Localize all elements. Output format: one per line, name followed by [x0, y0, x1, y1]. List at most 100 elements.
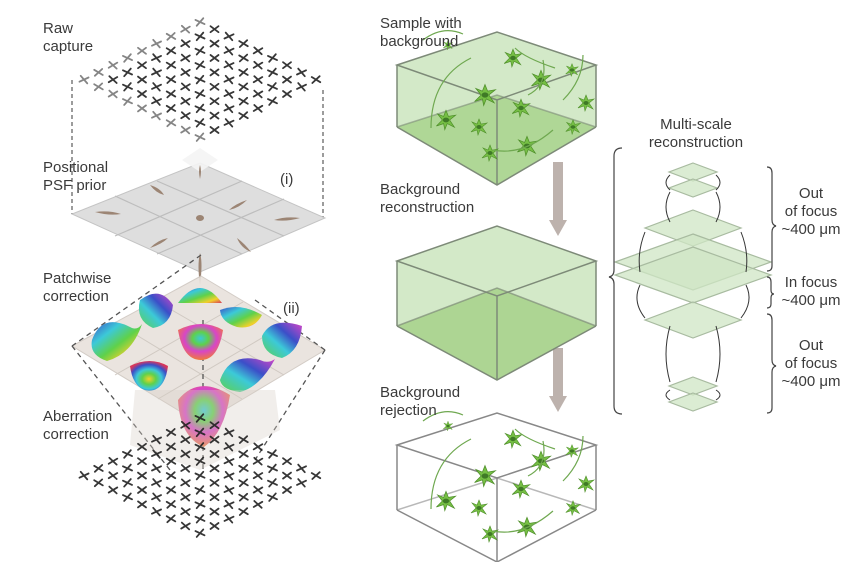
- psf-spot: [165, 32, 177, 41]
- psf-spot: [93, 68, 104, 77]
- psf-spot: [180, 464, 191, 473]
- psf-spot: [209, 25, 220, 34]
- psf-spot: [165, 485, 177, 495]
- scale-plane: [667, 178, 719, 198]
- iteration-arrow: [636, 284, 646, 319]
- sample-volume-box: [394, 30, 599, 186]
- neuron-cell: [470, 499, 488, 517]
- scale-plane: [667, 392, 719, 412]
- psf-spot: [209, 82, 220, 91]
- psf-spot: [151, 82, 162, 92]
- iteration-arrow: [665, 325, 671, 383]
- multiscale-title: Multi-scale reconstruction: [648, 116, 744, 151]
- braces: [608, 147, 777, 415]
- background-rejection-box: [394, 411, 599, 562]
- psf-spot: [209, 464, 220, 473]
- label-psf-prior: Positional PSF prior: [43, 159, 109, 194]
- iteration-arrow: [715, 325, 721, 383]
- range-out-of-focus-top: Out of focus ~400 μm: [781, 185, 841, 238]
- psf-spot: [252, 456, 264, 466]
- psf-spot: [165, 89, 177, 99]
- psf-spot: [223, 74, 235, 85]
- psf-spot: [180, 521, 191, 531]
- psf-spot: [223, 499, 235, 510]
- label-sample-with-background: Sample with background: [380, 15, 462, 50]
- flow-arrow-2: [549, 348, 567, 412]
- psf-spot: [282, 471, 292, 480]
- psf-spot: [93, 478, 104, 488]
- label-background-reconstruction: Background reconstruction: [380, 181, 475, 216]
- neurite: [422, 411, 584, 533]
- psf-spot: [209, 507, 220, 516]
- psf-spot: [165, 500, 177, 509]
- psf-spot: [310, 471, 322, 480]
- psf-spot: [180, 82, 191, 92]
- psf-spot: [151, 110, 162, 121]
- psf-spot: [194, 17, 206, 27]
- label-aberration-correction: Aberration correction: [43, 408, 113, 443]
- flow-arrow-1: [549, 162, 567, 236]
- psf-spot: [282, 75, 292, 84]
- neuron-cell: [511, 479, 531, 499]
- psf-spot: [282, 90, 292, 98]
- psf-spot: [238, 53, 249, 63]
- psf-spot: [209, 126, 220, 134]
- psf-spot: [137, 75, 147, 84]
- psf-spot: [296, 82, 307, 92]
- psf-spot: [296, 478, 307, 488]
- psf-spot: [180, 68, 191, 77]
- psf-spot: [252, 500, 264, 509]
- psf-spot: [194, 89, 206, 99]
- neurons: [422, 30, 595, 162]
- psf-spot: [267, 96, 278, 106]
- psf-spot: [223, 103, 235, 114]
- psf-spot: [238, 492, 249, 502]
- psf-spot: [78, 470, 90, 481]
- psf-spot: [238, 39, 249, 48]
- psf-spot: [238, 507, 249, 516]
- iteration-arrow: [715, 389, 721, 401]
- psf-spot: [252, 104, 264, 113]
- neuron-cell: [577, 475, 595, 493]
- psf-spot: [194, 470, 206, 481]
- label-raw-capture: Raw capture: [43, 20, 94, 55]
- psf-spot: [223, 514, 235, 524]
- range-out-of-focus-bottom: Out of focus ~400 μm: [781, 337, 841, 390]
- psf-spot: [151, 53, 162, 63]
- psf-spot: [107, 60, 119, 70]
- psf-spot: [180, 492, 191, 502]
- psf-spot: [223, 485, 235, 495]
- psf-spot: [137, 61, 147, 70]
- psf-spot: [122, 96, 133, 106]
- psf-spot: [137, 457, 147, 466]
- psf-spot: [223, 89, 235, 99]
- scale-plane: [667, 376, 719, 396]
- psf-spot: [151, 38, 162, 49]
- psf-spot: [282, 457, 292, 466]
- psf-spot: [180, 478, 191, 488]
- psf-spot: [165, 514, 177, 524]
- psf-spot: [137, 46, 147, 55]
- psf-spot: [137, 486, 147, 494]
- iteration-arrow: [665, 174, 671, 191]
- psf-spot: [137, 500, 147, 509]
- psf-spot: [267, 53, 278, 63]
- psf-spot: [252, 471, 264, 480]
- psf-spot: [194, 485, 206, 495]
- psf-spot: [137, 471, 147, 480]
- marker-ii: (ii): [283, 300, 300, 317]
- multiscale-stack: [613, 162, 773, 412]
- psf-spot: [238, 449, 249, 459]
- psf-spot: [238, 96, 249, 106]
- psf-spot: [238, 464, 249, 473]
- iteration-arrow: [715, 174, 721, 191]
- psf-spot: [93, 82, 104, 92]
- psf-spot: [122, 492, 133, 502]
- iteration-arrow: [740, 284, 750, 319]
- psf-spot: [209, 111, 220, 120]
- psf-spot: [107, 75, 119, 84]
- iteration-arrow: [665, 389, 671, 401]
- psf-spot: [122, 449, 133, 459]
- psf-spot: [151, 506, 162, 517]
